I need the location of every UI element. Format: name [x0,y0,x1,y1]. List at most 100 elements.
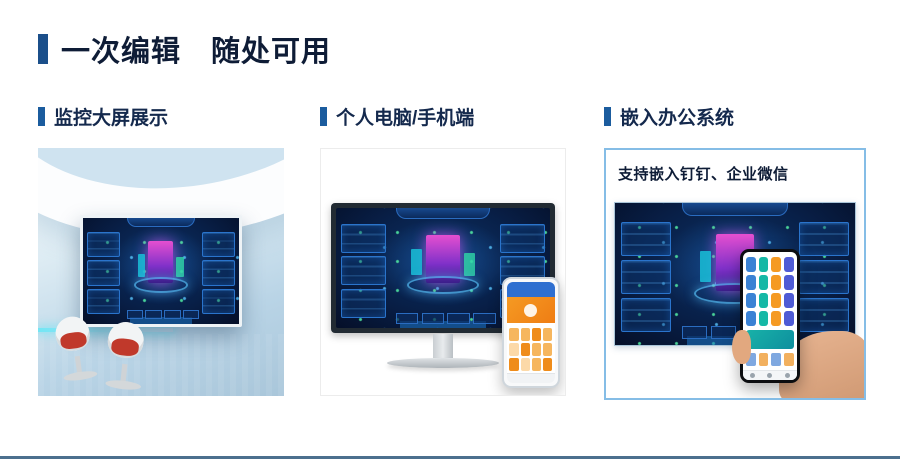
app-icon [784,293,794,309]
dash-r3 [202,288,236,315]
smartphone [501,276,561,388]
app-icon [745,293,756,309]
dash-b1 [126,309,143,320]
app-icon [771,293,782,309]
app-tile [543,328,553,341]
accent-light-strip [38,327,174,332]
nav-dot [785,372,791,378]
dash-d-ring [406,275,480,294]
app-icon [771,353,782,366]
nav-dot [767,372,773,378]
thumb [731,329,751,365]
dash-l1 [620,221,672,256]
app-tile [531,357,542,371]
app-icon [758,275,769,291]
app-tile-grid [509,328,553,371]
app-icon [758,293,769,309]
dash-d-title [395,208,491,219]
app-tile [543,357,553,371]
wall-display [79,214,243,327]
dash-b1 [682,326,708,340]
dash-l3 [620,298,672,333]
app-icon [745,257,756,273]
section-accent-bar [320,106,327,126]
dash-r1 [499,223,545,253]
app-tile [531,342,542,356]
dash-b1 [395,312,419,324]
dash-l2 [86,260,120,286]
monitor-stand-neck [433,333,453,359]
app-icon [771,275,782,291]
dash-d-title [682,203,788,216]
dash-b4 [473,312,496,324]
page-title-text: 一次编辑 随处可用 [61,36,332,68]
office-embed-panel: 支持嵌入钉钉、企业微信 [604,148,866,400]
section-label: 嵌入办公系统 [620,107,735,129]
app-logo [524,303,538,317]
phone-nav-bar [506,372,556,383]
app-tile [520,328,530,341]
monitor-stand-base [386,358,500,369]
desktop-monitor [330,203,556,334]
dash-r2 [202,260,236,286]
dash-d-tower [411,234,475,283]
dash-l3 [86,288,120,315]
dash-d-foot [400,321,486,329]
app-icon-row [745,353,794,366]
dash-r1 [202,231,236,257]
app-icon [758,311,769,327]
dashboard-screenshot [613,202,857,346]
app-tile [509,357,519,371]
dash-d-title [126,217,196,228]
dash-d-ring [134,277,188,293]
section-label: 监控大屏展示 [54,107,169,129]
dash-b3 [447,312,470,324]
pc-mobile-illustration [320,148,566,396]
dash-b2 [421,312,445,324]
section-pc-mobile: 个人电脑/手机端 [320,104,566,396]
app-icon [758,257,769,273]
smartphone [731,249,800,384]
phone-nav-bar [743,369,797,381]
dash-l1 [341,223,387,253]
dash-l1 [86,231,120,257]
dash-l2 [341,256,387,286]
dash-r3 [798,298,850,333]
app-icon [784,275,794,291]
app-icon [758,353,769,366]
app-tile [531,328,542,341]
dash-l3 [341,288,387,318]
app-tile [509,328,519,341]
control-room-photo [38,148,284,396]
dashboard-screen [614,203,856,345]
app-icon [784,311,794,327]
phone-app-header [506,281,556,297]
phone-app-banner [745,330,794,350]
section-office-embed: 嵌入办公系统 支持嵌入钉钉、企业微信 [604,104,866,400]
dash-b4 [182,309,200,320]
chair-base [105,378,142,391]
phone-screen [743,252,797,381]
chair [92,319,162,396]
dash-b2 [145,309,162,320]
section-big-screen: 监控大屏展示 [38,104,284,396]
nav-dot [749,372,755,378]
dash-r1 [798,221,850,256]
section-accent-bar [604,106,611,126]
embed-note-text: 支持嵌入钉钉、企业微信 [618,166,789,183]
bottom-divider [0,456,900,459]
app-icon-grid [745,257,794,327]
section-heading-office-embed: 嵌入办公系统 [604,104,866,129]
section-heading-big-screen: 监控大屏展示 [38,104,284,129]
app-icon [784,257,794,273]
app-tile [520,357,530,371]
app-icon [784,353,794,366]
section-heading-pc-mobile: 个人电脑/手机端 [320,104,566,129]
dash-l2 [620,259,672,294]
app-tile [520,342,530,356]
dash-r2 [798,259,850,294]
section-label: 个人电脑/手机端 [336,107,475,129]
dashboard-screen [82,217,240,324]
title-accent-bar [38,34,48,64]
